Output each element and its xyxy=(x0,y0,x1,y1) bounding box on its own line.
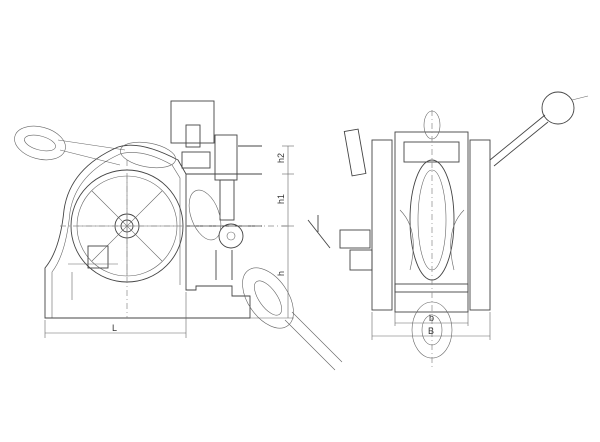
chain-links-side xyxy=(14,125,343,371)
side-cylinder xyxy=(343,128,367,177)
gear-box xyxy=(87,245,109,269)
side-view: h2 h1 h L xyxy=(14,100,343,371)
chain-front xyxy=(399,110,465,359)
handwheel xyxy=(218,223,244,249)
motor-box xyxy=(170,100,215,144)
brake-cylinder xyxy=(214,134,238,181)
dim-B-label: B xyxy=(428,326,434,336)
center-frame xyxy=(394,131,469,293)
dim-b-label: b xyxy=(429,313,434,323)
counterweight-ball xyxy=(541,91,575,125)
housing-outline xyxy=(44,144,251,319)
right-frame xyxy=(469,139,491,311)
dimension-lines xyxy=(44,145,294,338)
front-dimension-lines xyxy=(371,312,491,340)
dim-h-label: h xyxy=(276,271,286,276)
front-view: b B xyxy=(307,91,589,370)
left-frame xyxy=(371,139,393,311)
dim-h1-label: h1 xyxy=(276,194,286,204)
dim-h2-label: h2 xyxy=(276,153,286,163)
dim-L-label: L xyxy=(112,323,117,333)
